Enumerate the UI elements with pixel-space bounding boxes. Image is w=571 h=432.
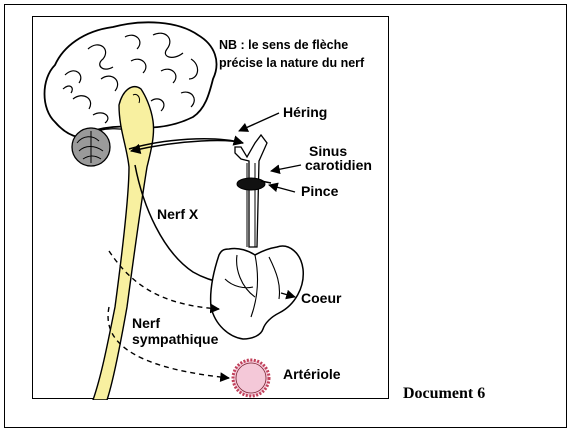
label-nerf-sympathique-2: sympathique bbox=[132, 332, 218, 347]
heart bbox=[211, 246, 304, 339]
document-caption: Document 6 bbox=[403, 385, 485, 403]
carotid-artery bbox=[235, 135, 267, 247]
note-line-2: précise la nature du nerf bbox=[219, 57, 364, 70]
label-coeur: Coeur bbox=[301, 291, 341, 306]
arteriole bbox=[233, 360, 269, 396]
figure-box: NB : le sens de flèche précise la nature… bbox=[32, 16, 389, 399]
label-sinus-2: carotidien bbox=[305, 158, 372, 173]
label-nerf-sympathique-1: Nerf bbox=[132, 316, 160, 331]
label-pince: Pince bbox=[301, 184, 338, 199]
label-hering: Héring bbox=[283, 105, 327, 120]
cerebellum bbox=[72, 128, 110, 166]
note-line-1: NB : le sens de flèche bbox=[219, 39, 348, 52]
document-frame: NB : le sens de flèche précise la nature… bbox=[4, 4, 567, 428]
clamp bbox=[237, 178, 271, 190]
label-nerf-x: Nerf X bbox=[157, 207, 198, 222]
label-arteriole: Artériole bbox=[283, 367, 341, 382]
